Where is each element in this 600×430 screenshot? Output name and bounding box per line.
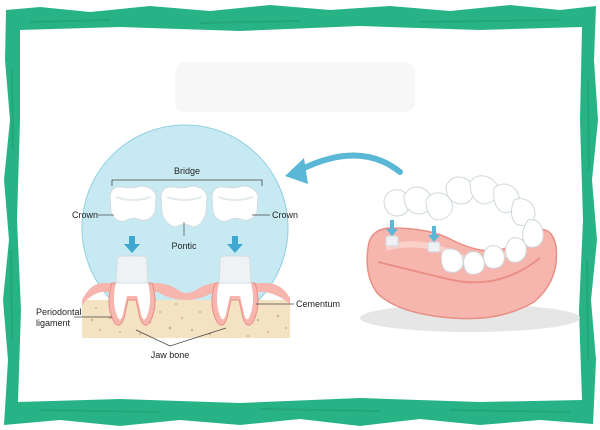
crown-left-label: Crown (72, 210, 98, 220)
crown-left (109, 185, 157, 222)
pontic-label: Pontic (171, 241, 197, 251)
periodontal-label-line1: Periodontal (36, 307, 82, 317)
background-smudge (175, 62, 415, 112)
periodontal-label-line2: ligament (36, 318, 71, 328)
bridge-label: Bridge (174, 166, 200, 176)
jaw-model-illustration (360, 175, 580, 332)
abutment-tooth-left (108, 255, 156, 326)
cementum-label: Cementum (296, 299, 340, 309)
down-arrow-icon (227, 236, 243, 253)
abutment-tooth-right (211, 255, 259, 326)
pontic-tooth (160, 185, 208, 228)
crown-right (211, 185, 259, 222)
bridge-bracket (111, 179, 263, 186)
bridge-diagram: Bridge Crown Crown Pontic (36, 124, 340, 360)
curved-arrow-icon (285, 152, 403, 184)
jaw-bone-label: Jaw bone (151, 350, 190, 360)
crown-right-label: Crown (272, 210, 298, 220)
down-arrow-icon (124, 236, 140, 253)
